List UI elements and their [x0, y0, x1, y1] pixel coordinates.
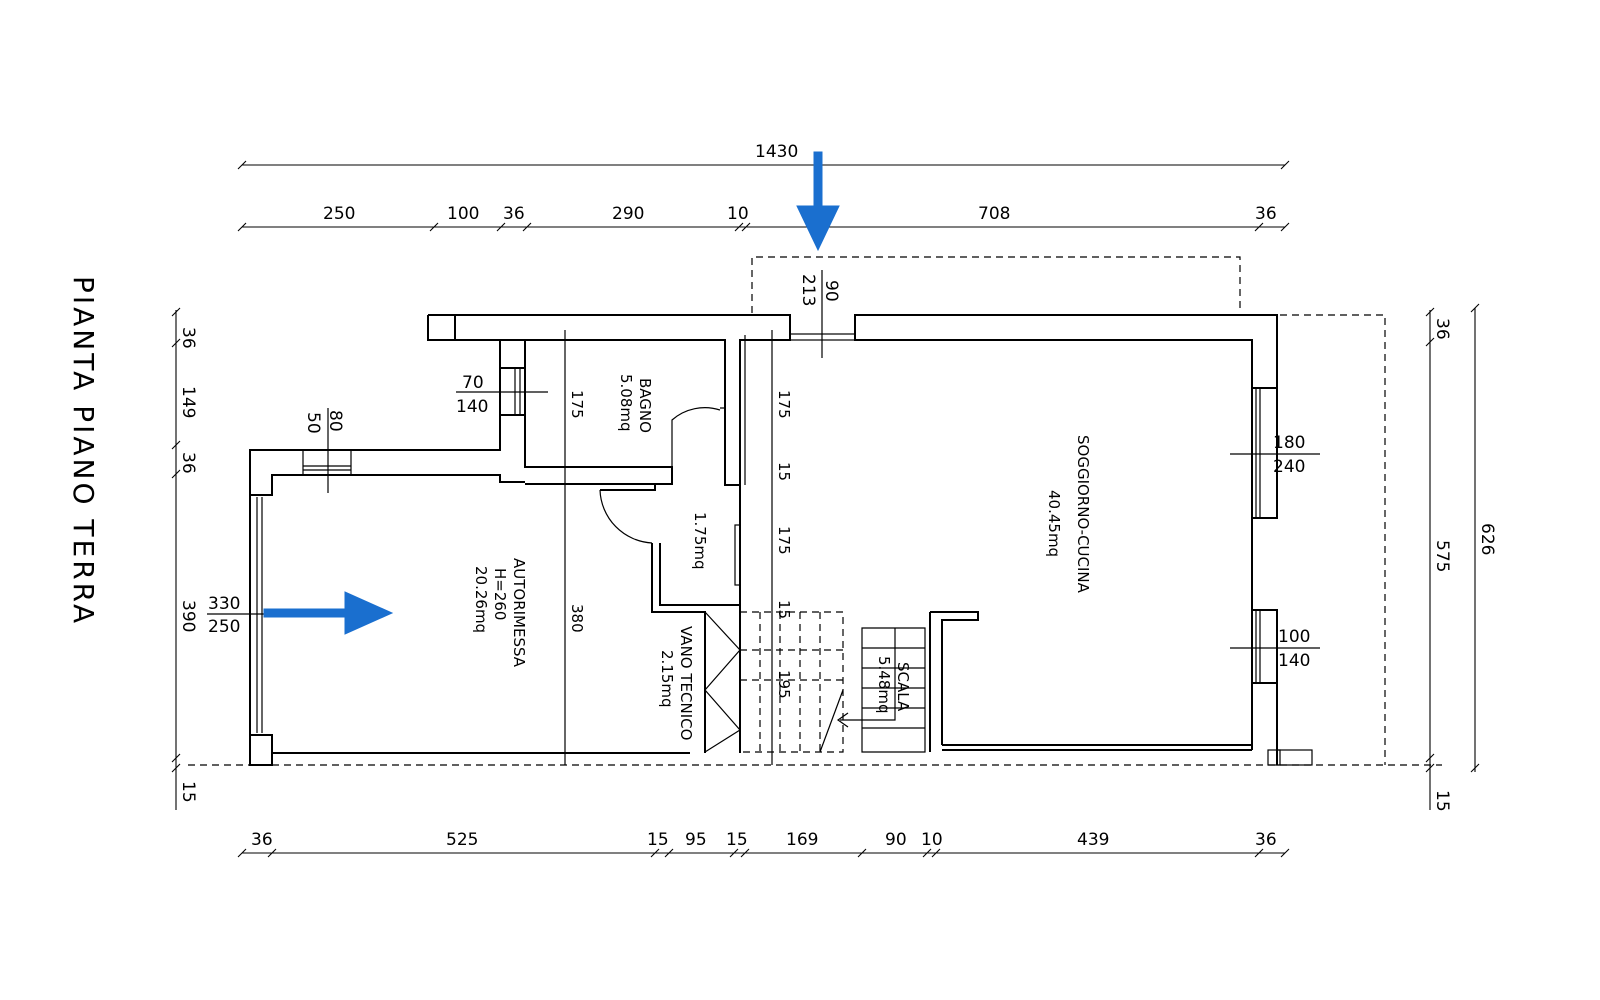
dim-left-1: 36 — [178, 327, 198, 349]
dim-bottom-5: 15 — [726, 830, 748, 850]
right-terrace-outline — [1280, 314, 1386, 765]
entrance-height: 213 — [798, 274, 818, 306]
garage-entry-arrow-icon — [263, 591, 394, 635]
room-bagno-area: 5.08mq — [617, 374, 635, 432]
dim-overall-top: 1430 — [755, 142, 798, 162]
stair-run-dim: 195 — [775, 670, 793, 699]
bath-window-height: 140 — [456, 397, 488, 417]
left-chain-dimension: 36 149 36 390 15 — [171, 307, 198, 810]
living-window2-width: 100 — [1278, 627, 1310, 647]
plan-title: PIANTA PIANO TERRA — [67, 276, 100, 626]
portico-outline — [751, 256, 1241, 313]
hall-dim-a: 175 — [775, 390, 793, 419]
dim-bottom-1: 36 — [251, 830, 273, 850]
bath-height-dim: 175 — [568, 390, 586, 419]
hall-dim-c: 175 — [775, 526, 793, 555]
dim-right-2: 575 — [1432, 540, 1452, 572]
dim-top-5: 10 — [727, 204, 749, 224]
room-soggiorno-cucina: SOGGIORNO-CUCINA 40.45mq — [1045, 435, 1092, 594]
room-living-name: SOGGIORNO-CUCINA — [1074, 435, 1092, 594]
dim-left-2: 149 — [178, 386, 198, 418]
room-vano-tecnico: VANO TECNICO 2.15mq — [658, 626, 695, 740]
room-bagno-name: BAGNO — [636, 378, 654, 433]
garage-depth-dim: 380 — [568, 604, 586, 633]
right-chain-dimension: 36 575 15 — [1425, 307, 1452, 812]
garage-window-height: 80 — [325, 410, 345, 432]
dim-bottom-2: 525 — [446, 830, 478, 850]
dim-top-2: 100 — [447, 204, 479, 224]
dim-bottom-3: 15 — [647, 830, 669, 850]
dim-right-1: 36 — [1432, 318, 1452, 340]
dim-left-3: 36 — [178, 452, 198, 474]
garage-door-width: 330 — [208, 594, 240, 614]
room-garage-name: AUTORIMESSA — [510, 558, 528, 668]
room-vano-area: 2.15mq — [658, 650, 676, 708]
living-window1-height: 240 — [1273, 457, 1305, 477]
dim-bottom-10: 36 — [1255, 830, 1277, 850]
room-autorimessa: AUTORIMESSA H=260 20.26mq — [472, 558, 528, 668]
garage-window-width: 50 — [303, 412, 323, 434]
garage-door-height: 250 — [208, 617, 240, 637]
opening-markers — [207, 270, 1320, 649]
dim-bottom-7: 90 — [885, 830, 907, 850]
room-hall-area: 1.75mq — [691, 512, 709, 570]
dim-bottom-8: 10 — [921, 830, 943, 850]
room-scala-area: 5.48mq — [875, 656, 893, 714]
room-bagno: BAGNO 5.08mq — [617, 374, 654, 433]
room-living-area: 40.45mq — [1045, 490, 1063, 557]
bottom-chain-dimension: 36 525 15 95 15 169 90 10 439 36 — [237, 830, 1290, 858]
dim-top-6: 708 — [978, 204, 1010, 224]
dim-left-5: 15 — [178, 781, 198, 803]
top-overall-dimension: 1430 — [237, 142, 1290, 170]
dim-right-3: 15 — [1432, 790, 1452, 812]
dim-bottom-9: 439 — [1077, 830, 1109, 850]
dim-top-3: 36 — [503, 204, 525, 224]
right-overall-dimension: 626 — [1470, 303, 1497, 773]
room-vano-name: VANO TECNICO — [677, 626, 695, 740]
dim-bottom-6: 169 — [786, 830, 818, 850]
dim-top-7: 36 — [1255, 204, 1277, 224]
dim-bottom-4: 95 — [685, 830, 707, 850]
stairs — [704, 611, 926, 753]
bath-window-width: 70 — [462, 373, 484, 393]
top-chain-dimension: 250 100 36 290 10 708 36 — [237, 204, 1290, 232]
room-scala-name: SCALA — [894, 662, 912, 712]
dim-left-4: 390 — [178, 600, 198, 632]
dim-top-4: 290 — [612, 204, 644, 224]
dim-right-overall: 626 — [1477, 523, 1497, 555]
dim-top-1: 250 — [323, 204, 355, 224]
entrance-arrow-icon — [796, 151, 840, 252]
room-garage-area: 20.26mq — [472, 566, 490, 633]
room-garage-height: H=260 — [491, 568, 509, 620]
windows — [302, 333, 1261, 684]
living-window1-width: 180 — [1273, 433, 1305, 453]
room-scala: SCALA 5.48mq — [875, 656, 912, 714]
living-window2-height: 140 — [1278, 651, 1310, 671]
entrance-width: 90 — [821, 280, 841, 302]
hall-dim-b: 15 — [775, 462, 793, 481]
hall-dim-d: 15 — [775, 600, 793, 619]
